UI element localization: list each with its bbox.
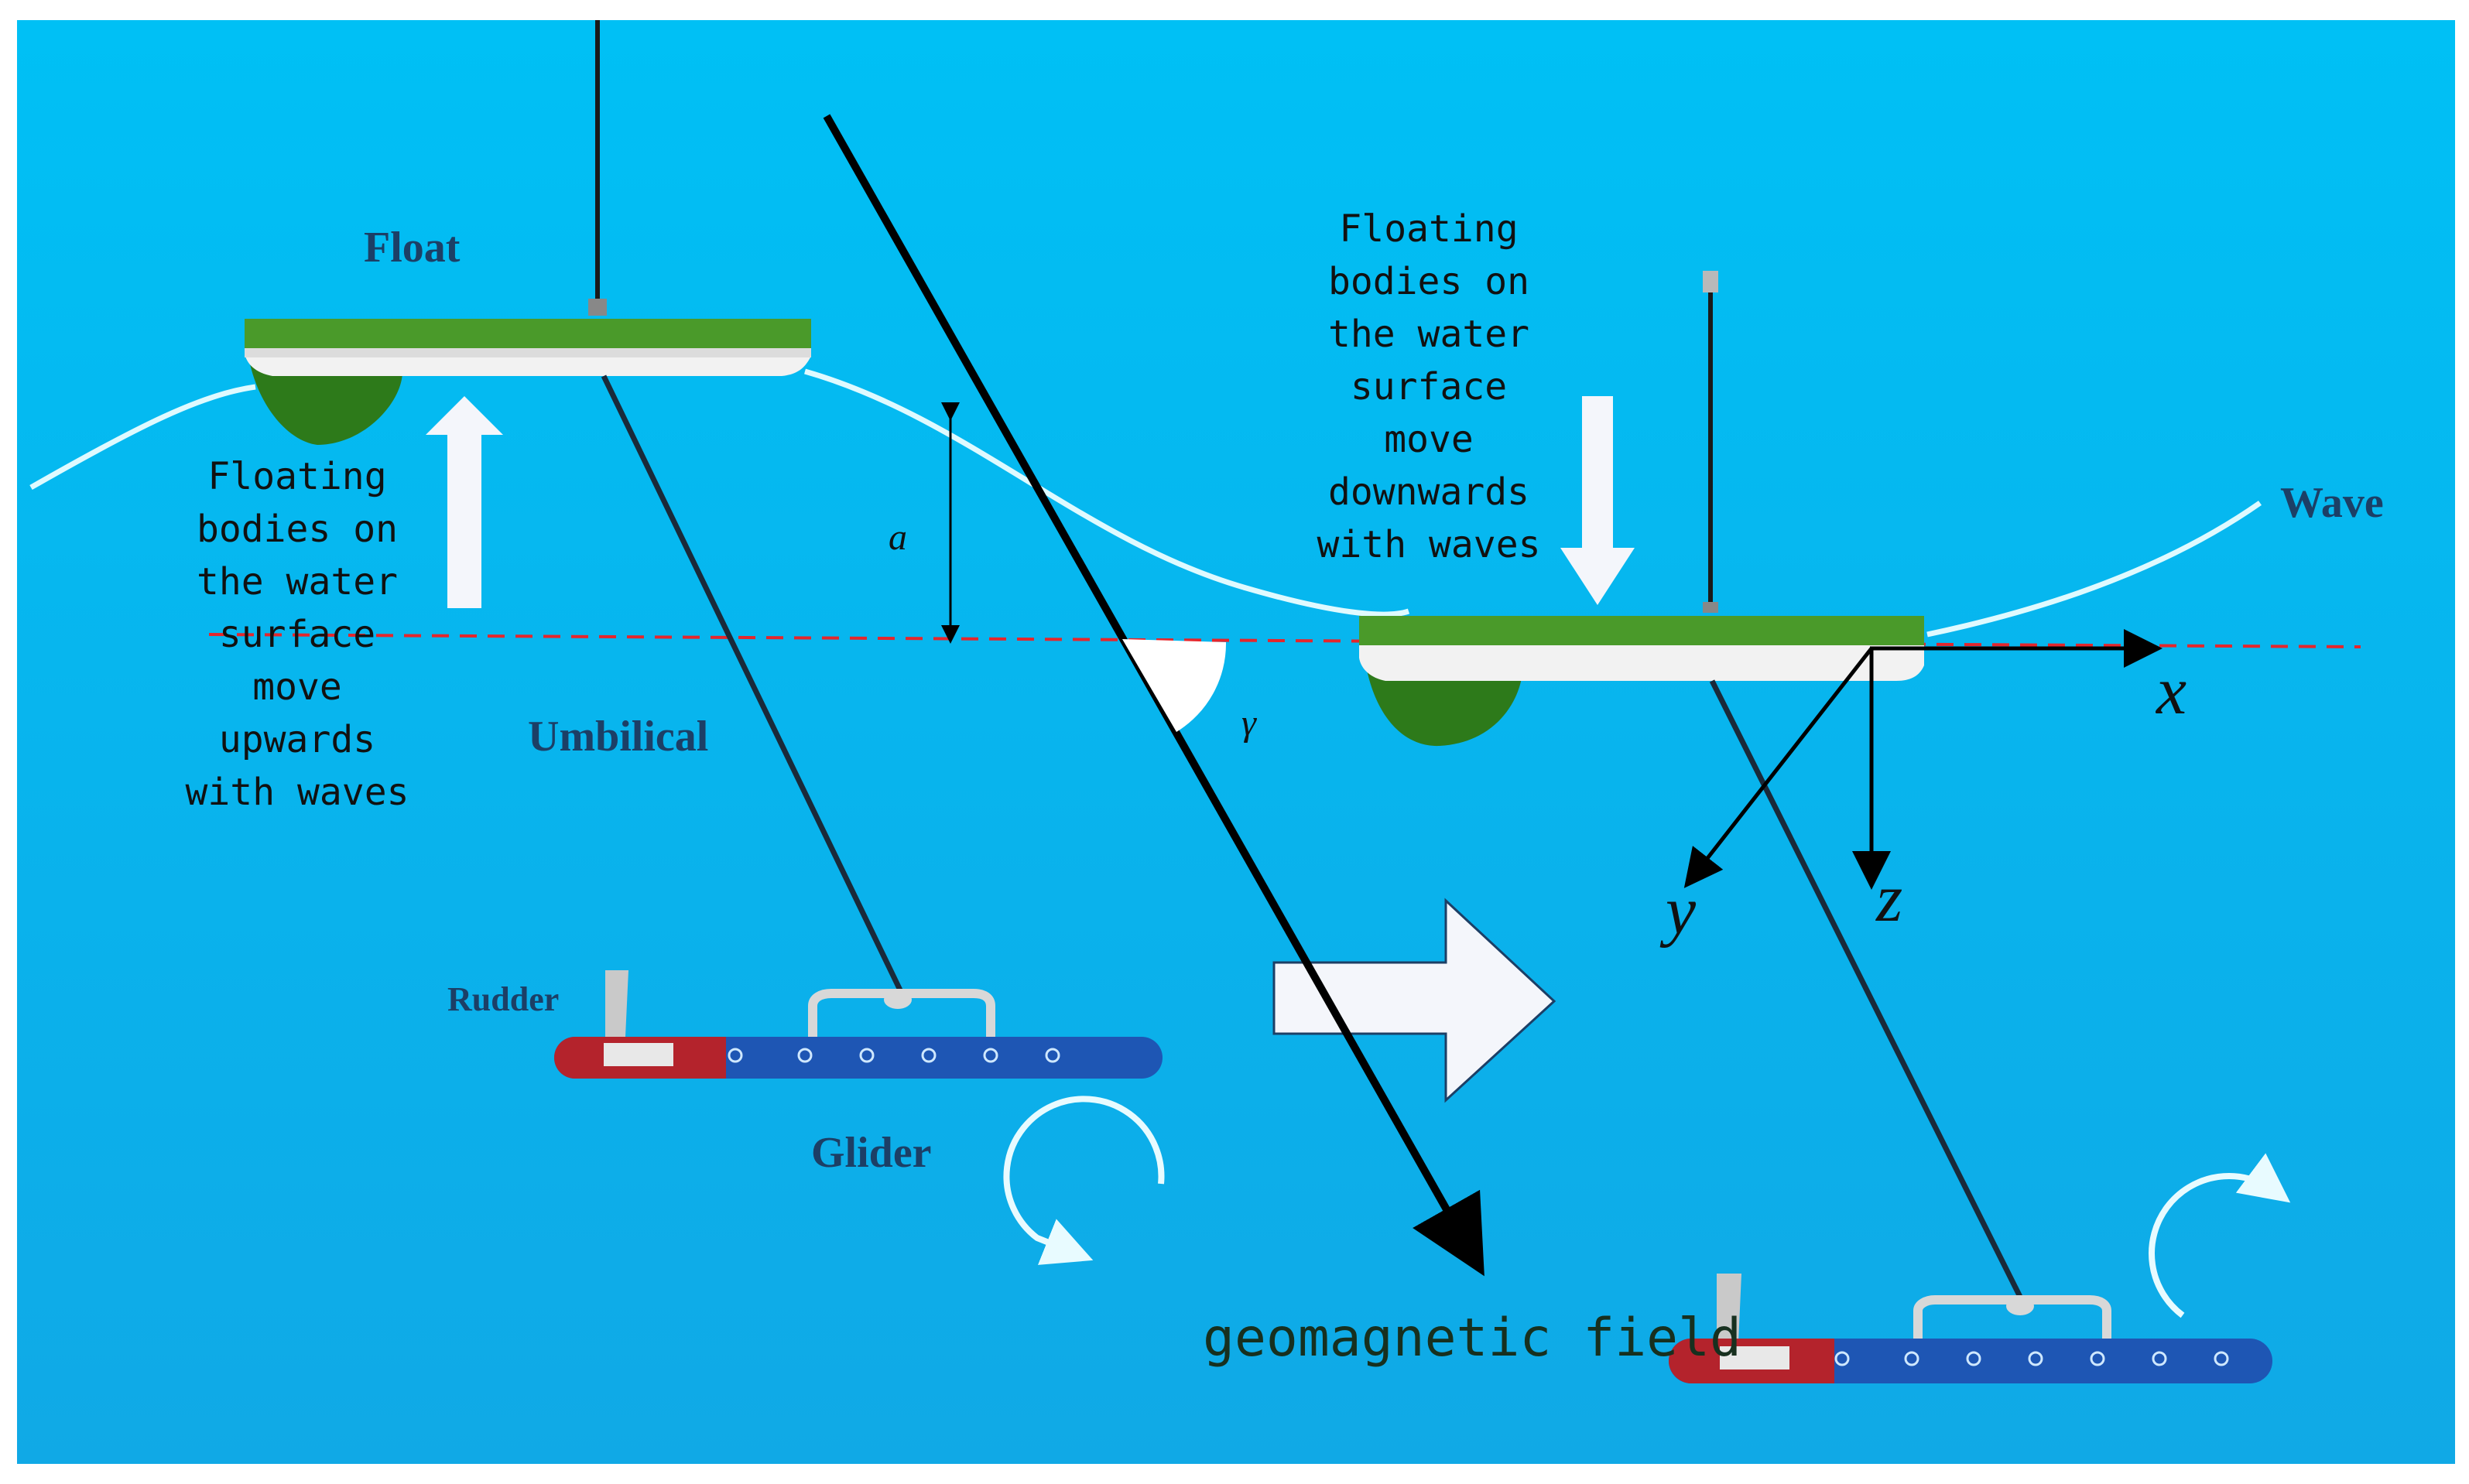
left-note-line: surface (219, 613, 375, 656)
angle-label: γ (1241, 703, 1257, 744)
right-note-line: move (1384, 418, 1474, 461)
left-note-line: with waves (186, 771, 409, 814)
left-umbilical-tether (601, 374, 907, 1000)
right-note-line: with waves (1317, 523, 1541, 566)
y-axis-label: y (1659, 874, 1697, 949)
left-float (245, 20, 811, 445)
glider-label: Glider (811, 1129, 932, 1177)
left-note-line: Floating (207, 455, 386, 498)
ocean-background (17, 20, 2455, 1464)
rudder-label: Rudder (447, 980, 559, 1018)
z-axis-label: z (1875, 861, 1902, 936)
x-axis-label: x (2155, 654, 2186, 729)
amplitude-label: a (889, 517, 907, 558)
right-note: Floating bodies on the water surface mov… (1317, 207, 1541, 566)
float-label: Float (364, 224, 461, 272)
angle-wedge (1122, 639, 1227, 732)
left-rotation-arrow (1003, 1096, 1165, 1265)
right-float (1359, 271, 1924, 747)
y-axis-arrow (1683, 647, 1873, 888)
left-glider (554, 970, 1163, 1079)
wave-label: Wave (2280, 479, 2384, 527)
right-rotation-arrow (2149, 1153, 2291, 1318)
downward-arrow (1560, 396, 1635, 605)
right-note-line: the water (1328, 313, 1529, 356)
geomagnetic-field-label: geomagnetic field (1203, 1308, 1741, 1369)
transition-arrow (1272, 898, 1556, 1103)
left-note-line: the water (197, 560, 398, 604)
right-note-line: bodies on (1328, 260, 1529, 303)
left-note-line: move (252, 665, 342, 709)
right-note-line: surface (1351, 365, 1507, 409)
right-note-line: Floating (1339, 207, 1518, 251)
upward-arrow (426, 396, 503, 608)
wave-line (29, 368, 2262, 638)
reference-dashed-line (208, 633, 2361, 648)
umbilical-label: Umbilical (528, 713, 708, 761)
right-glider (1669, 1274, 2272, 1383)
right-note-line: downwards (1328, 470, 1529, 514)
left-note-line: bodies on (197, 508, 398, 551)
left-note: Floating bodies on the water surface mov… (186, 455, 409, 814)
coordinate-axes (1683, 629, 2163, 890)
left-note-line: upwards (219, 718, 375, 761)
